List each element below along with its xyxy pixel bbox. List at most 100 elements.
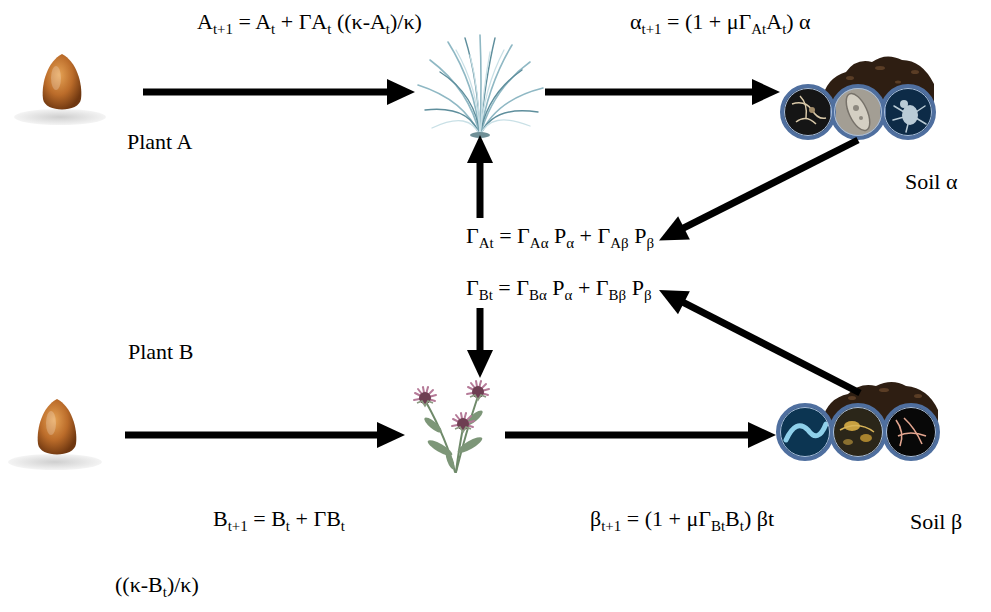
- text-run: Plant A: [127, 129, 192, 154]
- subscript: t: [341, 518, 345, 534]
- text-run: + Γ: [574, 223, 610, 248]
- equation-label-slot: At+1 = At + ΓAt ((κ-At)/κ): [197, 8, 422, 38]
- text-run: + Γ: [572, 275, 608, 300]
- label-slot: Plant B: [128, 338, 193, 366]
- equation-label: βt+1 = (1 + μΓBtBt) βt: [590, 505, 774, 535]
- text-run: Γ: [466, 275, 479, 300]
- arrow-head: [752, 79, 780, 105]
- node-label: Plant B: [128, 338, 193, 366]
- equation-label: Bt+1 = Bt + ΓBt: [213, 505, 345, 535]
- node-label: Soil β: [910, 508, 962, 536]
- seed-illustration: [8, 399, 102, 470]
- subscript: t+1: [601, 518, 621, 534]
- seed-illustration: [14, 54, 106, 125]
- subscript: Bt: [479, 287, 493, 303]
- text-run: P: [629, 223, 647, 248]
- text-run: A: [766, 9, 782, 34]
- equation-label-slot: αt+1 = (1 + μΓAtAt) α: [630, 8, 811, 38]
- text-run: + ΓB: [290, 506, 341, 531]
- arrow-shaft: [681, 301, 860, 393]
- equation-label-slot: βt+1 = (1 + μΓBtBt) βt: [590, 505, 774, 535]
- subscript: t: [327, 21, 331, 37]
- text-run: A: [197, 9, 213, 34]
- text-run: = Γ: [494, 223, 530, 248]
- arrow-shaft: [477, 308, 484, 353]
- subscript: t+1: [228, 518, 248, 534]
- subscript: α: [566, 235, 574, 251]
- flow-arrow: [659, 290, 860, 393]
- text-run: = (1 + μΓ: [662, 9, 752, 34]
- arrow-shaft: [143, 89, 390, 96]
- arrow-head: [748, 422, 776, 448]
- subscript: Bt: [711, 518, 725, 534]
- subscript: α: [565, 287, 573, 303]
- text-run: ) βt: [744, 506, 774, 531]
- equation-label-slot: ((κ-Bt)/κ): [115, 571, 199, 601]
- flow-arrow: [467, 135, 493, 218]
- subscript: Bα: [529, 287, 547, 303]
- text-run: ((κ-B: [115, 572, 163, 597]
- arrow-head: [377, 422, 405, 448]
- subscript: Aβ: [610, 235, 628, 251]
- text-run: )/κ): [390, 9, 422, 34]
- text-run: P: [548, 223, 566, 248]
- text-run: P: [626, 275, 644, 300]
- subscript: t: [286, 518, 290, 534]
- arrow-shaft: [505, 432, 751, 439]
- flower-illustration: [414, 381, 489, 472]
- subscript: At: [751, 21, 766, 37]
- text-run: = A: [233, 9, 271, 34]
- arrow-head: [467, 135, 493, 163]
- text-run: Soil β: [910, 509, 962, 534]
- text-run: B: [725, 506, 740, 531]
- subscript: At: [479, 235, 494, 251]
- label-slot: Soil β: [910, 508, 962, 536]
- subscript: Aα: [530, 235, 549, 251]
- arrow-head: [659, 290, 690, 314]
- equation-text: ΓBt = ΓBα Pα + ΓBβ Pβ: [466, 274, 655, 304]
- arrow-shaft: [477, 160, 484, 218]
- flower-plant: [405, 378, 505, 473]
- grass-plant: [415, 35, 545, 135]
- flow-arrow: [505, 422, 776, 448]
- soil-community: Soil α: [780, 58, 936, 140]
- text-run: α: [630, 9, 642, 34]
- arrow-shaft: [545, 89, 755, 96]
- subscript: t: [782, 21, 786, 37]
- label-slot: Soil α: [905, 168, 958, 196]
- subscript: t: [740, 518, 744, 534]
- text-run: + ΓA: [275, 9, 327, 34]
- arrow-head: [467, 350, 493, 378]
- subscript: t: [271, 21, 275, 37]
- label-slot: Plant A: [127, 128, 192, 156]
- node-label: Soil α: [905, 168, 958, 196]
- node-label: Plant A: [127, 128, 192, 156]
- flow-arrow: [659, 140, 858, 241]
- text-run: = B: [248, 506, 286, 531]
- subscript: t: [386, 21, 390, 37]
- subscript: β: [646, 235, 654, 251]
- text-run: = Γ: [493, 275, 529, 300]
- equation-block: ΓAt = ΓAα Pα + ΓAβ PβΓBt = ΓBα Pα + ΓBβ …: [462, 218, 659, 308]
- equation-text: ΓAt = ΓAα Pα + ΓAβ Pβ: [466, 222, 655, 252]
- flow-arrow: [545, 79, 780, 105]
- subscript: t+1: [213, 21, 233, 37]
- subscript: t+1: [642, 21, 662, 37]
- arrow-head: [659, 216, 690, 240]
- plant-seed: Plant A: [20, 50, 143, 125]
- text-run: P: [547, 275, 565, 300]
- text-run: Soil α: [905, 169, 958, 194]
- text-run: ) α: [786, 9, 810, 34]
- text-run: )/κ): [167, 572, 199, 597]
- soil-community: Soil β: [776, 393, 940, 463]
- soil-illustration: [782, 56, 934, 138]
- grass-illustration: [418, 35, 543, 138]
- arrow-head: [387, 79, 415, 105]
- equation-label-slot: Bt+1 = Bt + ΓBt: [213, 505, 345, 535]
- text-run: ((κ-A: [331, 9, 385, 34]
- arrow-shaft: [681, 140, 858, 229]
- arrow-shaft: [125, 432, 380, 439]
- text-run: Γ: [466, 223, 479, 248]
